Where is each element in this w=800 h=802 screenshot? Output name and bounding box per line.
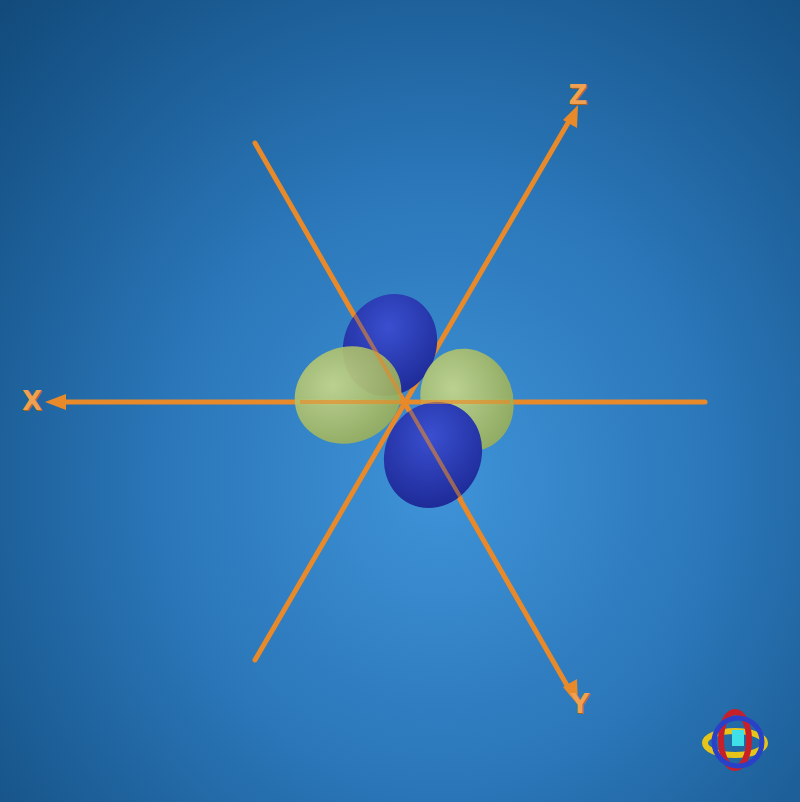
orientation-icon <box>705 712 765 768</box>
axes <box>60 116 705 694</box>
axis-arrowheads <box>45 105 578 705</box>
axis-label: Y <box>571 691 590 717</box>
axis-label: Z <box>569 82 588 108</box>
orbital-lobes <box>281 278 528 524</box>
axis-label: X <box>22 388 42 414</box>
axis-overlay <box>300 290 510 500</box>
